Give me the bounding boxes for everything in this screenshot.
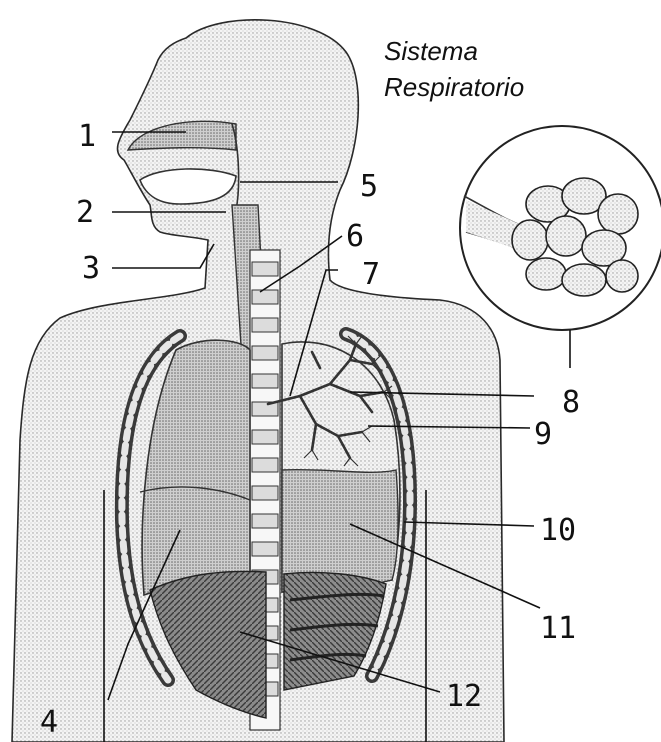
alveoli-magnifier: [460, 126, 661, 330]
label-11: 11: [540, 611, 576, 646]
label-1: 1: [78, 119, 96, 154]
label-2: 2: [76, 195, 94, 230]
leader-3: [112, 244, 214, 268]
label-9: 9: [534, 417, 552, 452]
label-4: 4: [40, 705, 58, 740]
label-7: 7: [362, 257, 380, 292]
label-6: 6: [346, 219, 364, 254]
label-5: 5: [360, 169, 378, 204]
diagram-title-line-2: Respiratorio: [384, 74, 524, 100]
label-12: 12: [446, 679, 482, 714]
label-8: 8: [562, 385, 580, 420]
alveoli-cluster: [512, 178, 638, 296]
label-3: 3: [82, 251, 100, 286]
label-10: 10: [540, 513, 576, 548]
diagram-title-line-1: Sistema: [384, 38, 478, 64]
